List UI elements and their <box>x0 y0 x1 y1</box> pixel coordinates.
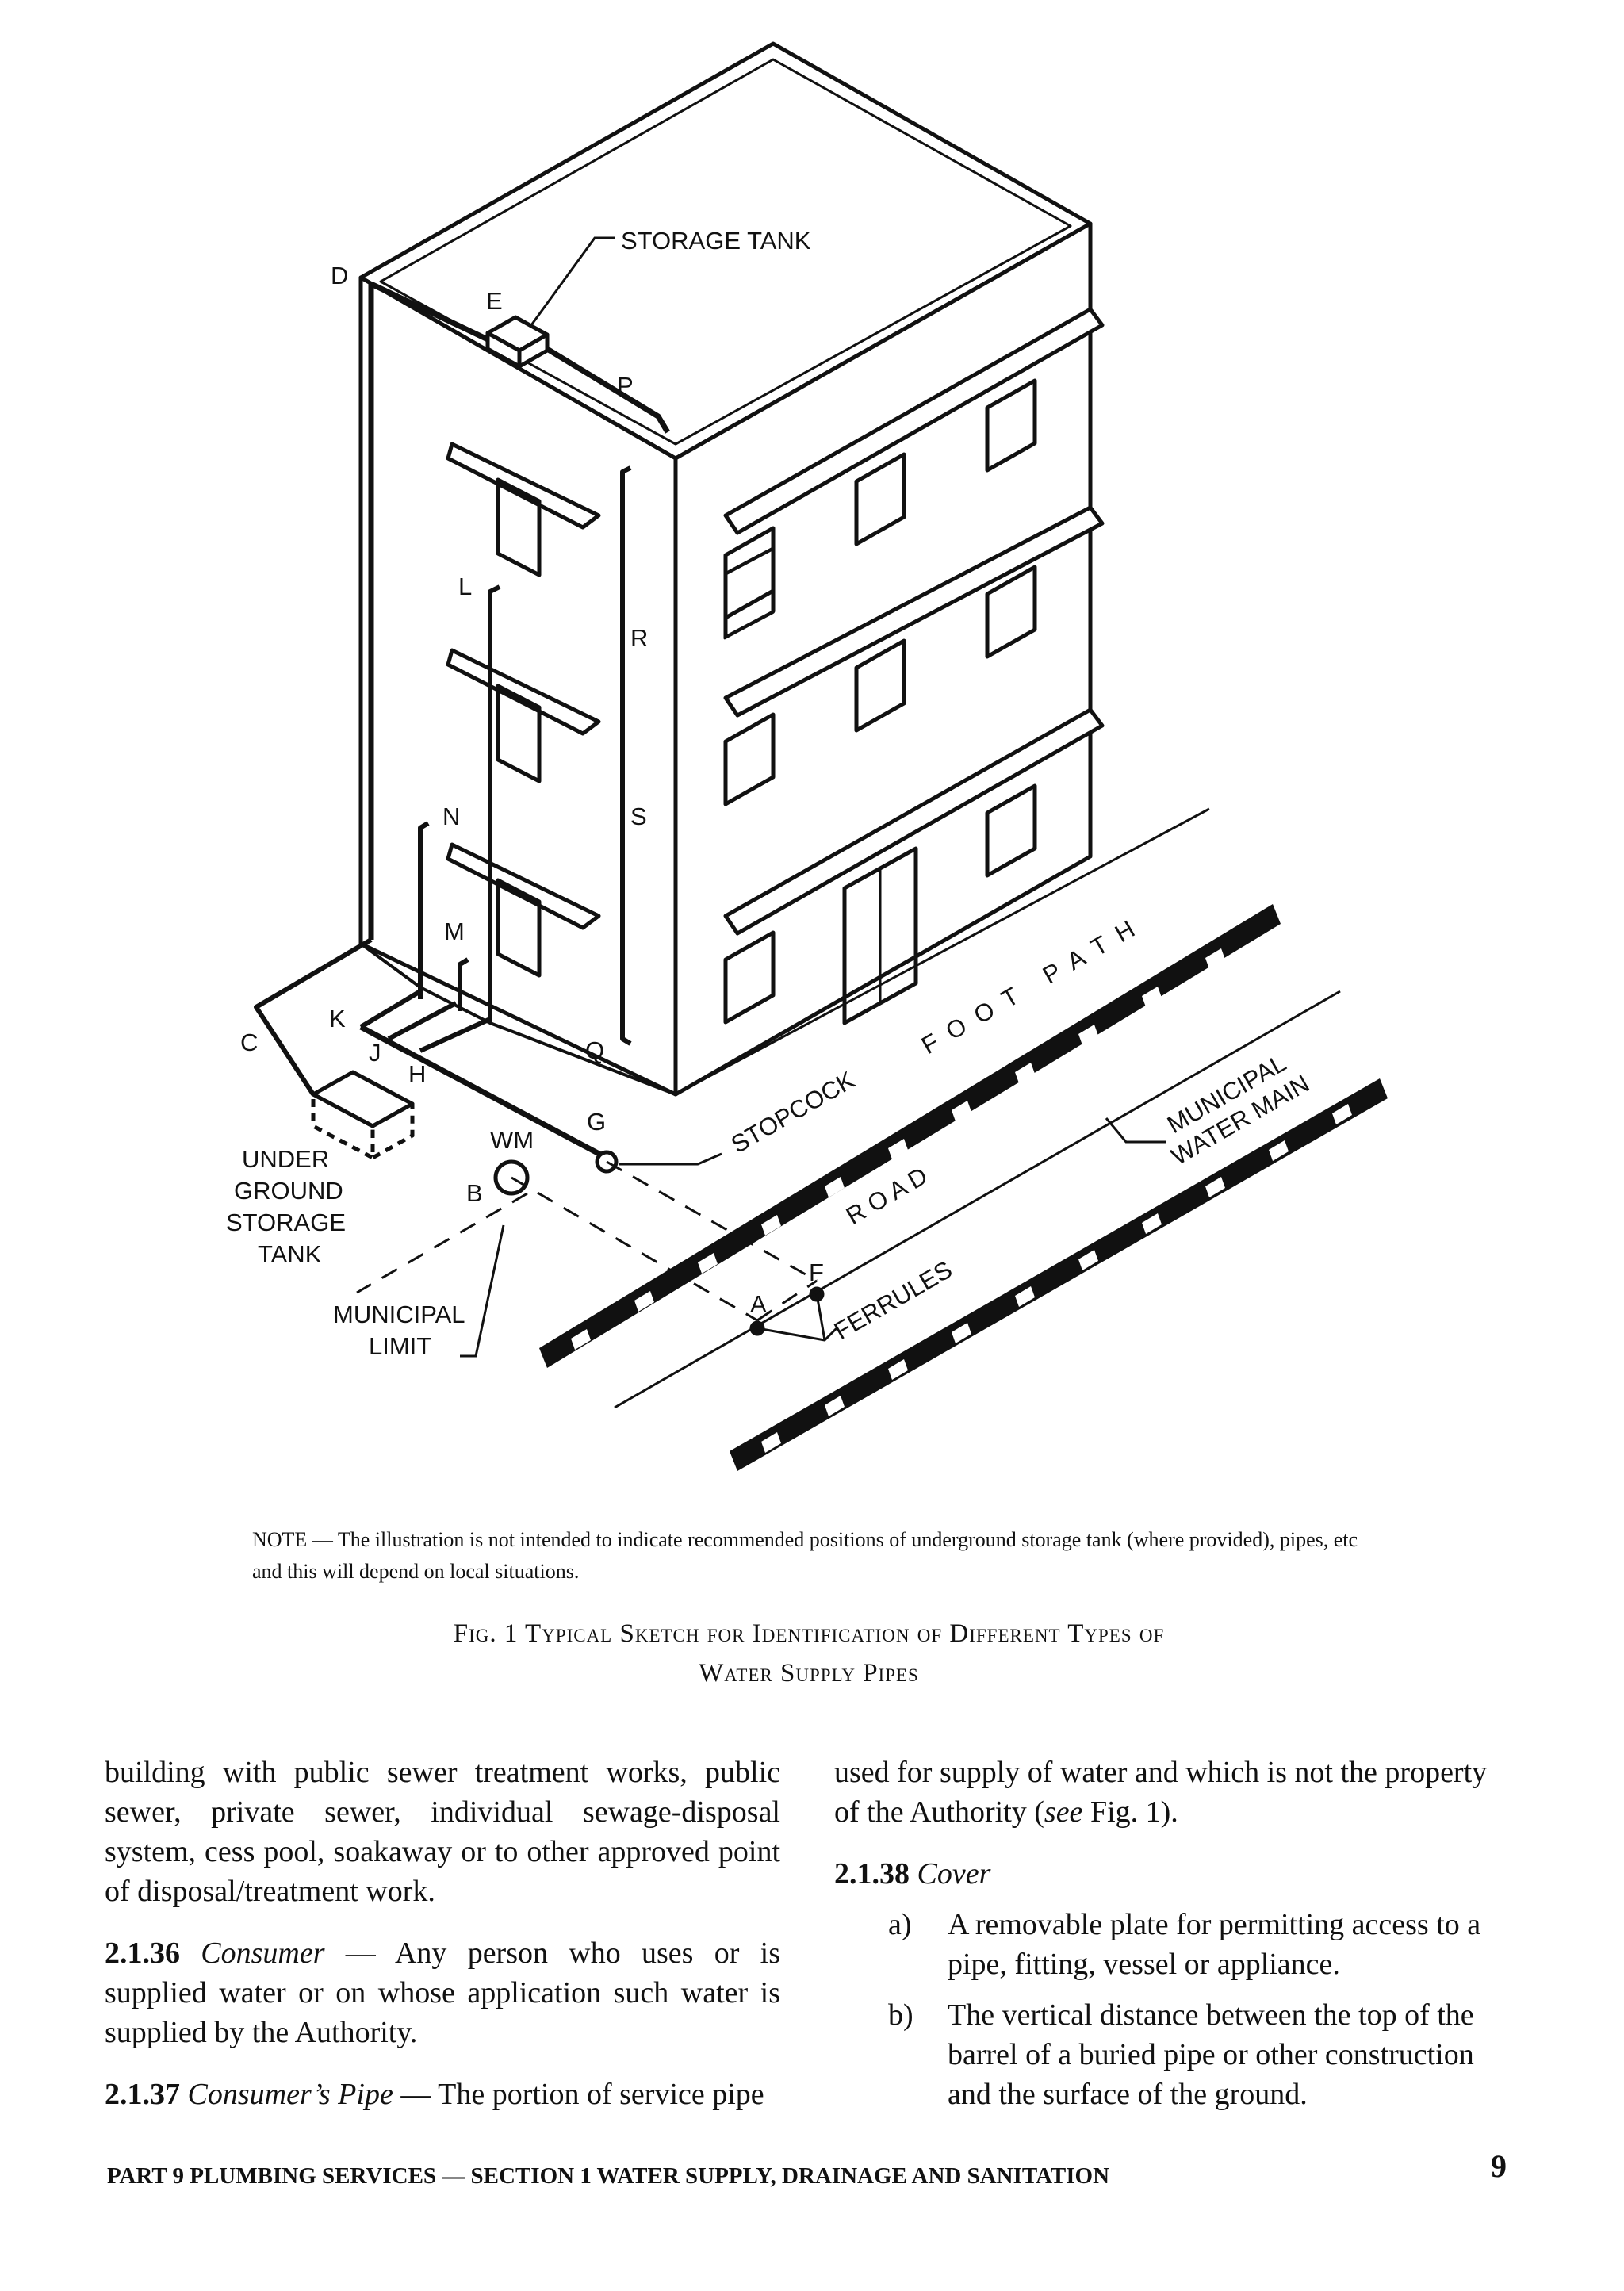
figure-note: NOTE — The illustration is not intended … <box>252 1524 1378 1588</box>
label-underground-tank-1: UNDER <box>242 1145 329 1173</box>
label-K: K <box>329 1005 346 1032</box>
clause-number: 2.1.37 <box>105 2078 180 2111</box>
right-column: used for supply of water and which is no… <box>834 1753 1515 2125</box>
label-underground-tank-4: TANK <box>258 1240 322 1268</box>
running-footer: PART 9 PLUMBING SERVICES — SECTION 1 WAT… <box>107 2163 1511 2189</box>
label-G: G <box>587 1108 606 1136</box>
list-item-b: b) The vertical distance between the top… <box>834 1995 1515 2114</box>
label-ferrules: FERRULES <box>829 1255 957 1345</box>
municipal-limit-leader <box>460 1225 504 1356</box>
figure-caption: Fig. 1 Typical Sketch for Identification… <box>238 1614 1380 1693</box>
label-stopcock: STOPCOCK <box>726 1066 860 1159</box>
label-municipal-limit-2: LIMIT <box>369 1332 431 1360</box>
label-S: S <box>630 803 647 830</box>
label-D: D <box>331 262 348 289</box>
term: Consumer <box>201 1937 324 1970</box>
definition-consumers-pipe: 2.1.37 Consumer’s Pipe — The portion of … <box>105 2075 780 2114</box>
text: Fig. 1). <box>1082 1795 1178 1829</box>
page-number: 9 <box>1491 2147 1507 2185</box>
label-H: H <box>408 1060 426 1088</box>
definition-cover: 2.1.38 Cover <box>834 1854 1515 1894</box>
label-E: E <box>486 287 503 315</box>
definition-text: — The portion of service pipe <box>393 2078 764 2111</box>
underground-storage-tank <box>313 1072 412 1126</box>
term: Consumer’s Pipe <box>188 2078 393 2111</box>
label-F: F <box>809 1259 824 1286</box>
ferrules-leader <box>757 1294 837 1340</box>
label-P: P <box>617 372 634 400</box>
figure-caption-line2: Water Supply Pipes <box>238 1653 1380 1693</box>
item-marker: a) <box>888 1905 948 1984</box>
stopcock-leader <box>619 1154 722 1164</box>
item-marker: b) <box>888 1995 948 2114</box>
item-text: The vertical distance between the top of… <box>948 1995 1515 2114</box>
clause-number: 2.1.36 <box>105 1937 180 1970</box>
left-column: building with public sewer treatment wor… <box>105 1753 780 2136</box>
label-A: A <box>750 1290 767 1318</box>
label-municipal-limit-1: MUNICIPAL <box>333 1301 465 1328</box>
list-item-a: a) A removable plate for permitting acce… <box>834 1905 1515 1984</box>
kerb-lower <box>730 1078 1388 1471</box>
label-Q: Q <box>585 1036 604 1064</box>
item-text: A removable plate for permitting access … <box>948 1905 1515 1984</box>
label-L: L <box>458 573 472 600</box>
label-storage-tank: STORAGE TANK <box>621 227 811 255</box>
term: Cover <box>917 1857 991 1891</box>
clause-number: 2.1.38 <box>834 1857 910 1891</box>
definition-consumers-pipe-continued: used for supply of water and which is no… <box>834 1753 1515 1832</box>
pipe-K-J-H-G <box>361 1027 607 1158</box>
label-N: N <box>442 803 460 830</box>
label-WM: WM <box>490 1126 534 1154</box>
figure-caption-line1: Fig. 1 Typical Sketch for Identification… <box>238 1614 1380 1653</box>
label-underground-tank-3: STORAGE <box>226 1209 346 1236</box>
paragraph-continued: building with public sewer treatment wor… <box>105 1753 780 1911</box>
label-M: M <box>444 918 465 945</box>
label-underground-tank-2: GROUND <box>234 1177 343 1205</box>
label-J: J <box>369 1039 381 1067</box>
label-B: B <box>466 1179 483 1207</box>
label-C: C <box>240 1029 258 1056</box>
definition-consumer: 2.1.36 Consumer — Any person who uses or… <box>105 1933 780 2052</box>
label-R: R <box>630 624 648 652</box>
see-reference: see <box>1044 1795 1083 1829</box>
